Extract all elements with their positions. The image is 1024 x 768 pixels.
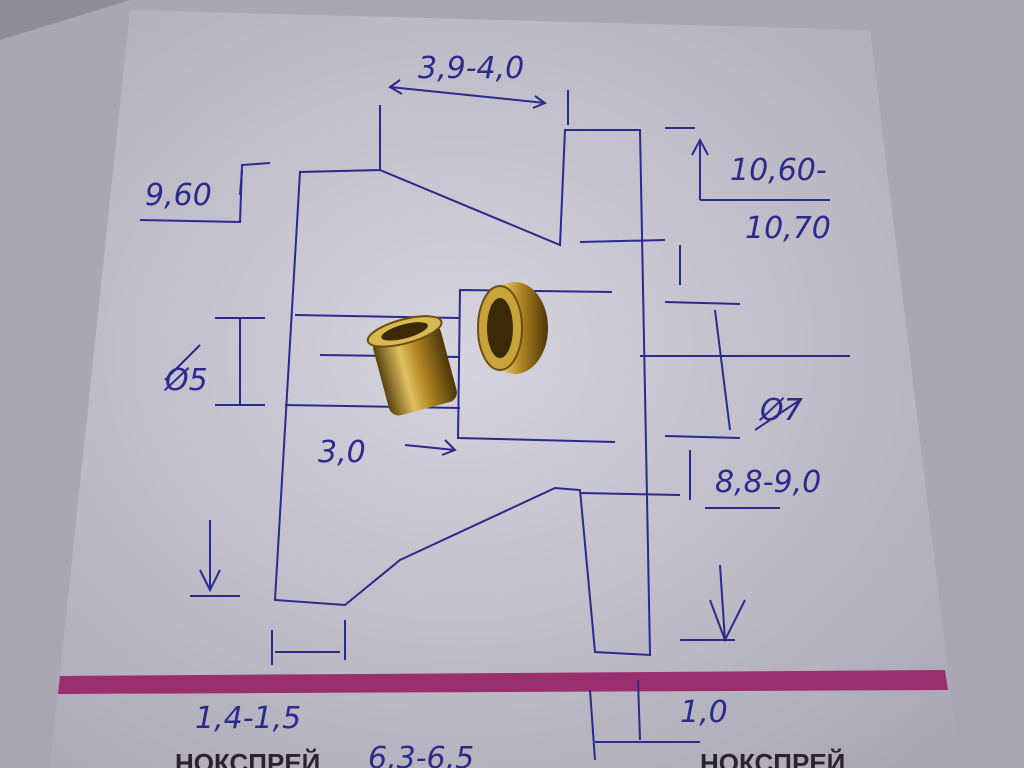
dim-left-wall: 1,4-1,5 bbox=[195, 701, 301, 736]
dim-left-height: 9,60 bbox=[145, 178, 212, 213]
dim-right-height-2: 10,70 bbox=[745, 211, 831, 246]
sketch-lines bbox=[139, 79, 850, 761]
magenta-stripe bbox=[58, 670, 948, 694]
dim-bottom-size: 6,3-6,5 bbox=[368, 741, 474, 768]
brass-bushing-left bbox=[366, 315, 457, 416]
dim-right-wall: 1,0 bbox=[680, 695, 728, 730]
dim-right-height-1: 10,60- bbox=[730, 153, 827, 188]
dim-outer-diameter: Ø7 bbox=[758, 393, 803, 428]
brand-text-left: НОКСПРЕЙ bbox=[175, 748, 320, 768]
dim-inner-diameter: Ø5 bbox=[163, 363, 208, 398]
dim-top-width: 3,9-4,0 bbox=[418, 51, 524, 86]
brand-text-right: НОКСПРЕЙ bbox=[700, 748, 845, 768]
dim-flange-diameter: 8,8-9,0 bbox=[715, 465, 821, 500]
dim-bore-length: 3,0 bbox=[318, 435, 366, 470]
brass-bushing-right bbox=[477, 282, 548, 374]
